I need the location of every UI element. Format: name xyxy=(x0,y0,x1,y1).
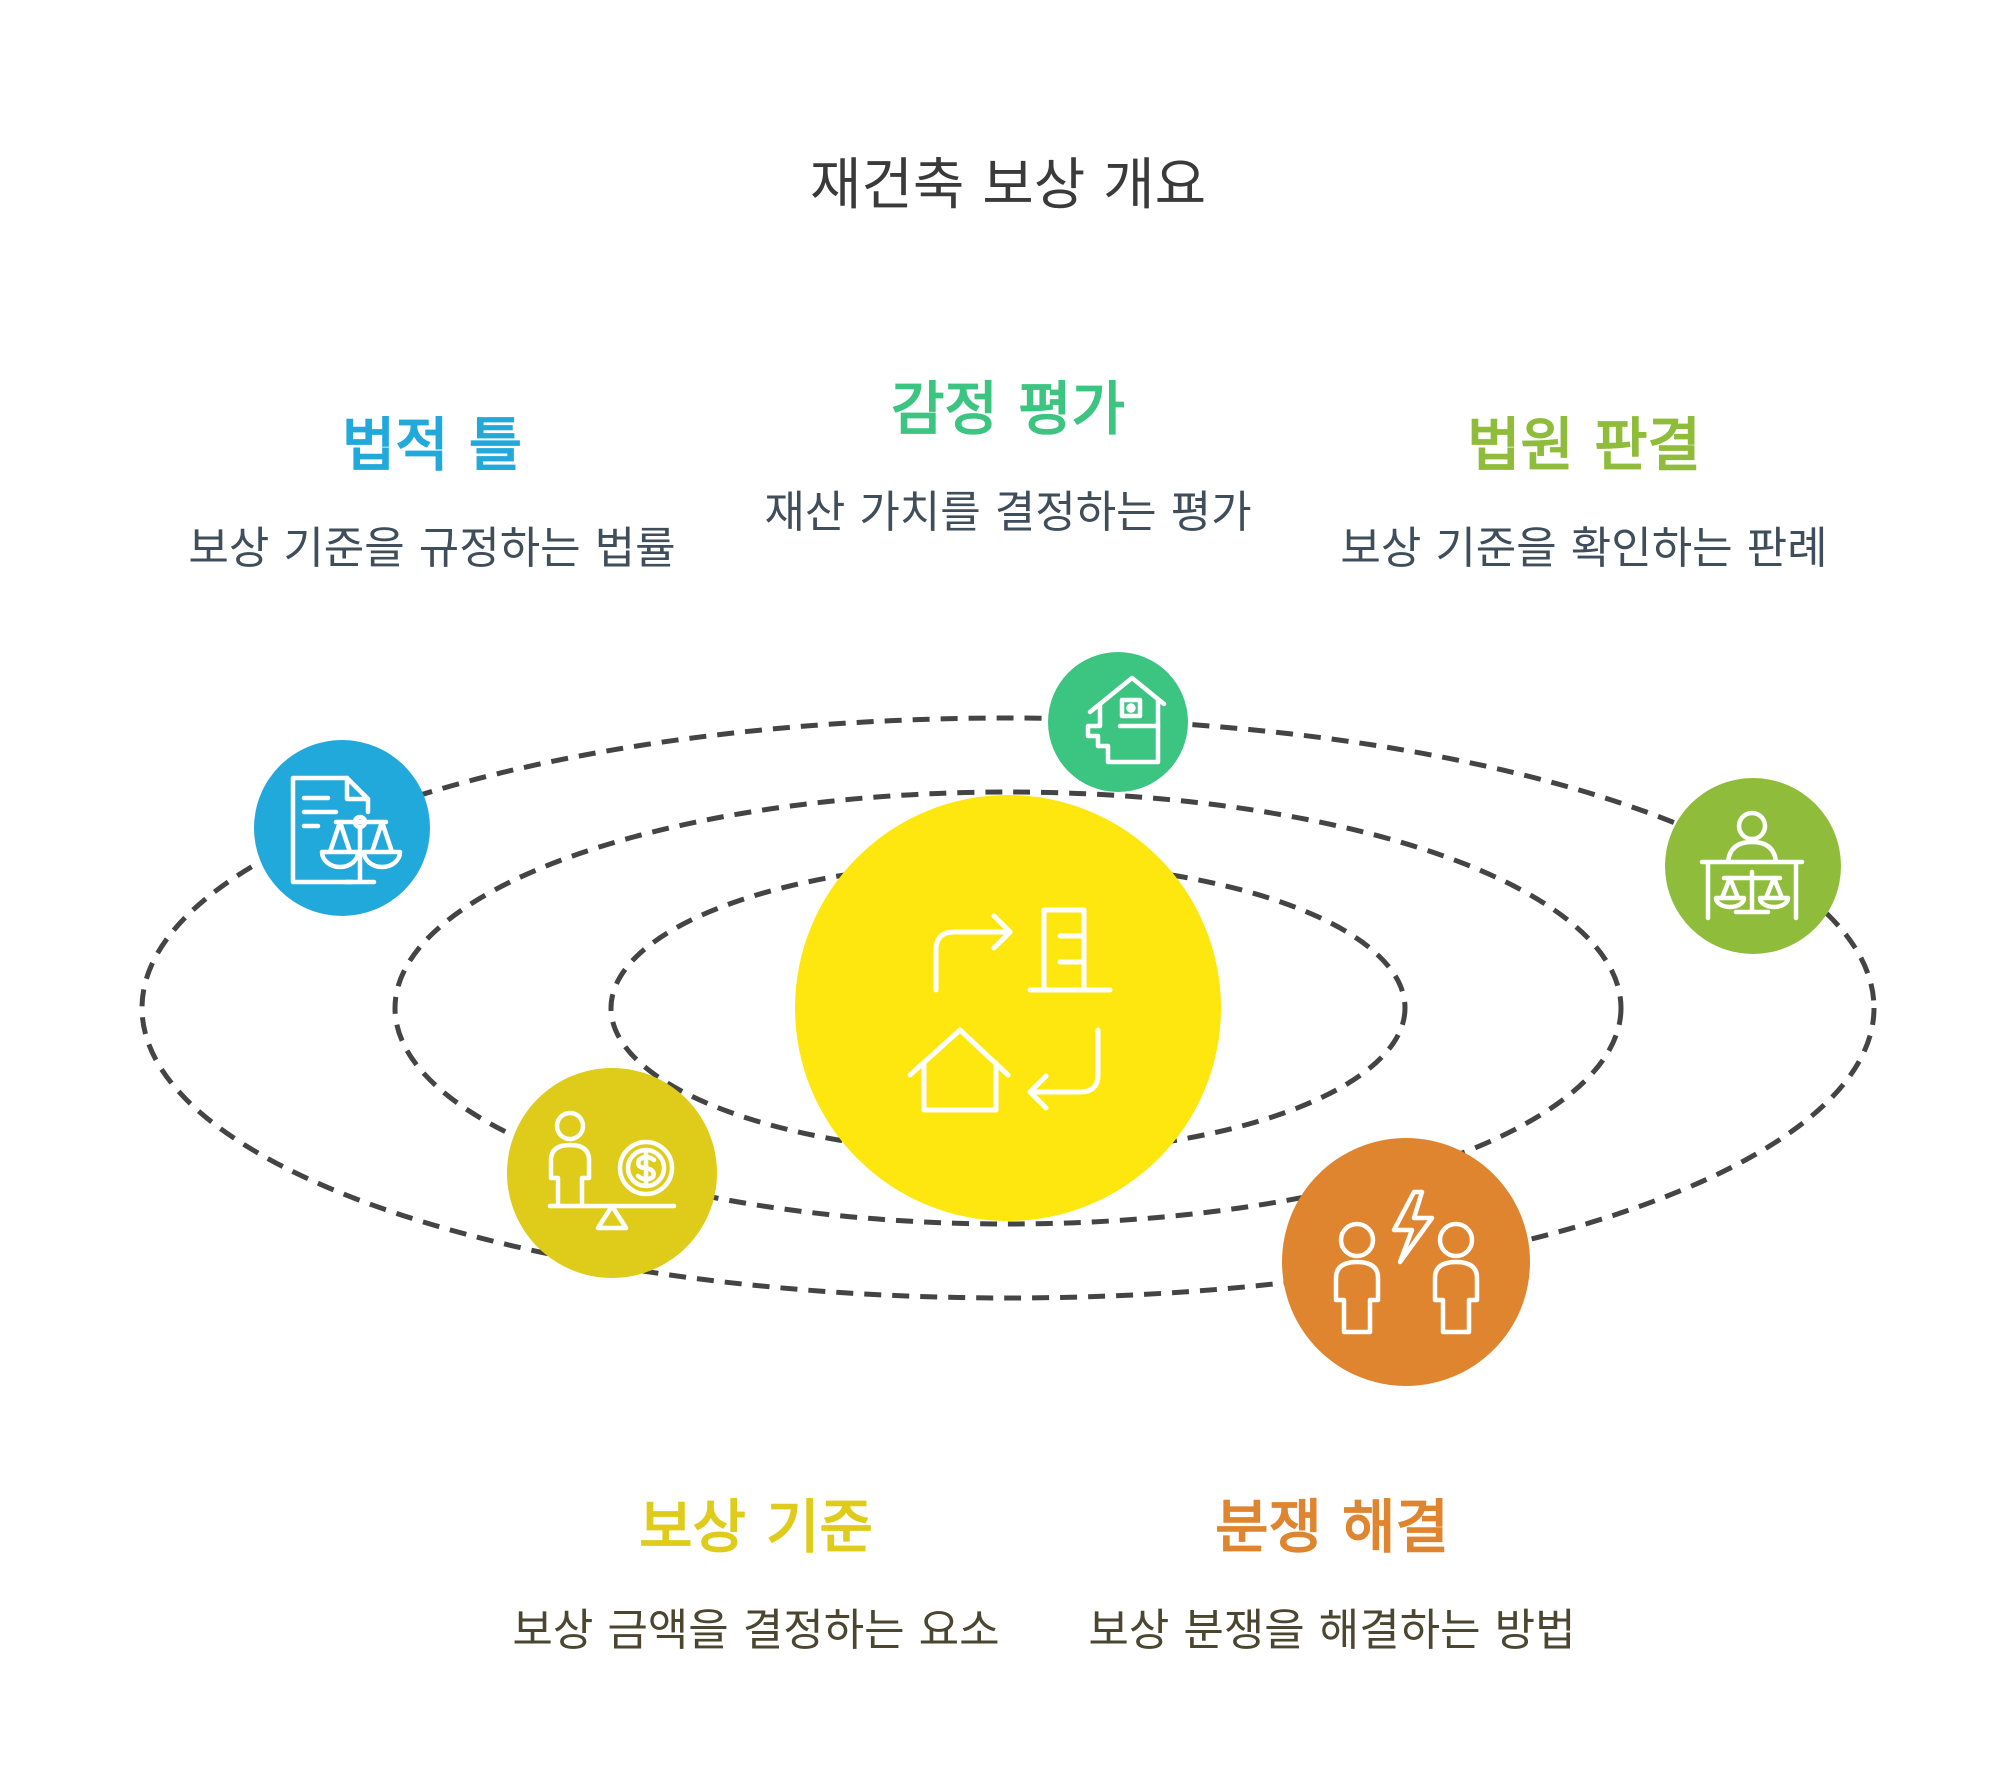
appraisal-node xyxy=(1048,652,1188,792)
legal-heading: 법적 틀 xyxy=(341,411,523,479)
dispute-node xyxy=(1282,1138,1530,1386)
center-node xyxy=(795,795,1221,1221)
legal-description: 보상 기준을 규정하는 법률 xyxy=(188,523,676,574)
court-description: 보상 기준을 확인하는 판례 xyxy=(1340,523,1828,574)
appraisal-description: 재산 가치를 결정하는 평가 xyxy=(764,487,1252,538)
court-node xyxy=(1665,778,1841,954)
standard-heading: 보상 기준 xyxy=(639,1493,873,1561)
orbit-outer xyxy=(139,715,1877,1301)
appraisal-heading: 감정 평가 xyxy=(891,375,1125,443)
two-people-conflict-icon xyxy=(1333,1189,1480,1335)
house-stairs-icon xyxy=(1085,675,1167,765)
standard-node xyxy=(507,1068,717,1278)
document-scales-icon xyxy=(290,775,403,885)
dispute-heading: 분쟁 해결 xyxy=(1215,1493,1449,1561)
court-heading: 법원 판결 xyxy=(1467,411,1701,479)
legal-node xyxy=(254,740,430,916)
judge-scales-icon xyxy=(1699,810,1805,921)
diagram-title: 재건축 보상 개요 xyxy=(809,153,1207,218)
dispute-description: 보상 분쟁을 해결하는 방법 xyxy=(1088,1605,1576,1656)
person-money-balance-icon xyxy=(547,1110,677,1231)
orbit-middle xyxy=(392,789,1624,1227)
exchange-house-document-icon xyxy=(907,907,1113,1113)
standard-description: 보상 금액을 결정하는 요소 xyxy=(512,1605,1000,1656)
